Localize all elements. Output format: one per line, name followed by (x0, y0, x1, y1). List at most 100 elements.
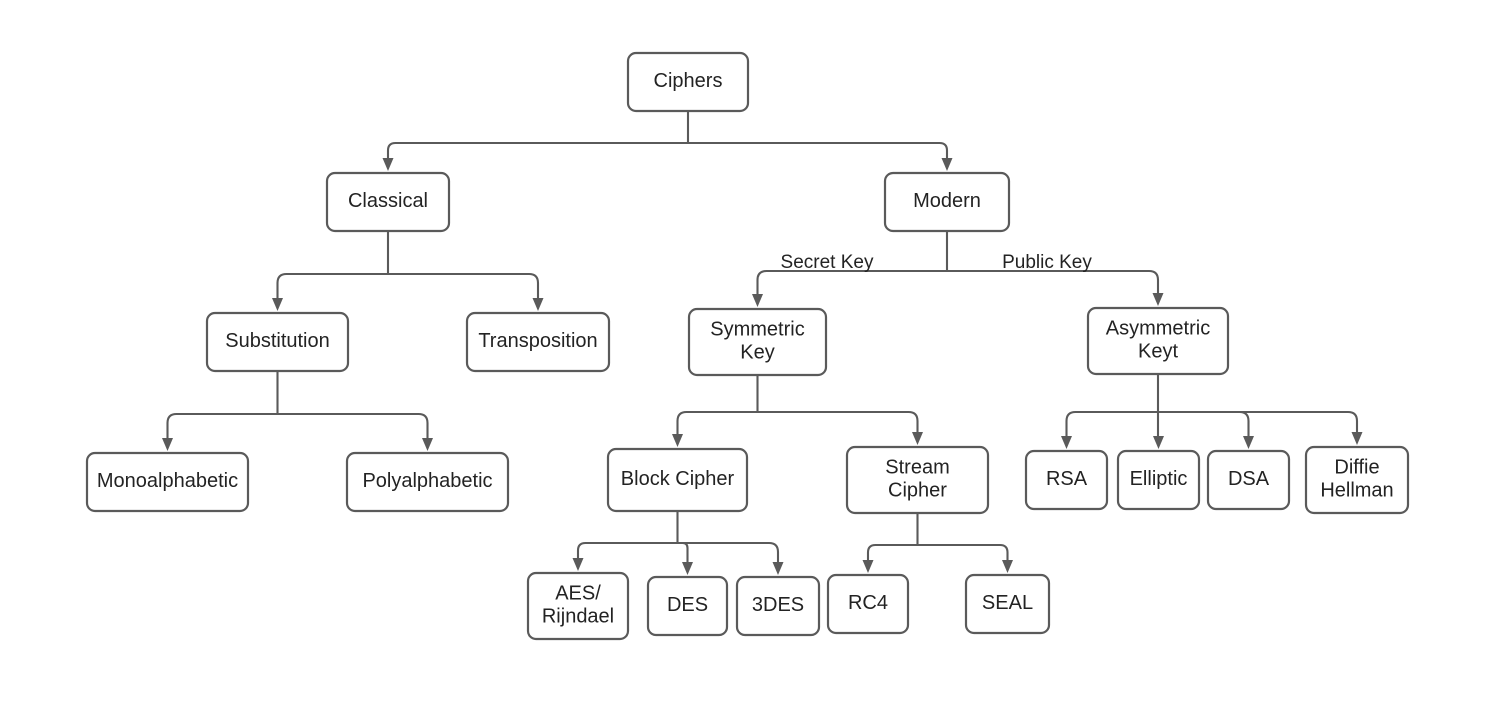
node-label-aes-rijndael: AES/Rijndael (542, 583, 614, 628)
edge-e-sym-block (676, 410, 759, 436)
edge-e-asym-dsa (1156, 410, 1250, 438)
node-label-des: DES (667, 594, 708, 616)
node-box-symmetric-key[interactable] (687, 307, 828, 377)
node-3des[interactable]: 3DES (735, 575, 821, 637)
node-seal[interactable]: SEAL (964, 573, 1051, 635)
edge-e-modern-asymmetric (945, 269, 1160, 295)
edge-labels-layer: Secret Key Public Key (781, 252, 1093, 273)
node-label-modern: Modern (913, 190, 981, 212)
node-box-substitution[interactable] (205, 311, 350, 373)
edge-e-classical-transposition (386, 272, 540, 300)
arrowhead-e-ciphers-classical (382, 158, 394, 171)
node-box-rsa[interactable] (1024, 449, 1109, 511)
edge-e-classical-substitution (276, 272, 390, 300)
arrowhead-e-classical-transposition (532, 298, 544, 311)
edge-e-block-3des (676, 541, 780, 564)
node-block-cipher[interactable]: Block Cipher (606, 447, 749, 513)
arrowhead-e-stream-seal (1002, 560, 1013, 573)
node-box-3des[interactable] (735, 575, 821, 637)
node-label-substitution: Substitution (225, 330, 330, 352)
arrowhead-e-sub-mono (162, 438, 173, 451)
node-box-aes-rijndael[interactable] (526, 571, 630, 641)
node-box-seal[interactable] (964, 573, 1051, 635)
node-box-elliptic[interactable] (1116, 449, 1201, 511)
node-label-polyalphabetic: Polyalphabetic (362, 470, 492, 492)
node-rc4[interactable]: RC4 (826, 573, 910, 635)
node-label-3des: 3DES (752, 594, 804, 616)
node-box-polyalphabetic[interactable] (345, 451, 510, 513)
node-box-rc4[interactable] (826, 573, 910, 635)
edge-e-asym-diffie (1156, 410, 1359, 434)
edge-e-stream-rc4 (866, 543, 919, 562)
edge-e-ciphers-classical (386, 141, 690, 160)
node-des[interactable]: DES (646, 575, 729, 637)
arrowhead-e-modern-asymmetric (1152, 293, 1164, 306)
label-secret-key: Secret Key (781, 252, 874, 273)
edge-e-stream-seal (916, 543, 1009, 562)
node-label-monoalphabetic: Monoalphabetic (97, 470, 238, 492)
edge-e-block-aes (576, 541, 679, 560)
node-label-dsa: DSA (1228, 468, 1270, 490)
node-box-stream-cipher[interactable] (845, 445, 990, 515)
node-label-rsa: RSA (1046, 468, 1088, 490)
node-box-classical[interactable] (325, 171, 451, 233)
edges-layer (162, 109, 1363, 575)
label-public-key: Public Key (1002, 252, 1092, 273)
edge-e-asym-rsa (1065, 410, 1160, 438)
node-ciphers[interactable]: Ciphers (626, 51, 750, 113)
arrowhead-e-ciphers-modern (941, 158, 953, 171)
edge-e-block-des (676, 541, 689, 564)
node-box-monoalphabetic[interactable] (85, 451, 250, 513)
edge-e-ciphers-modern (686, 141, 949, 160)
node-label-transposition: Transposition (478, 330, 597, 352)
arrowhead-e-classical-substitution (272, 298, 283, 311)
node-box-transposition[interactable] (465, 311, 611, 373)
node-label-classical: Classical (348, 190, 428, 212)
node-label-elliptic: Elliptic (1130, 468, 1188, 490)
node-classical[interactable]: Classical (325, 171, 451, 233)
arrowhead-e-block-des (682, 562, 693, 575)
node-substitution[interactable]: Substitution (205, 311, 350, 373)
arrowhead-e-asym-dsa (1243, 436, 1254, 449)
node-box-asymmetric-key[interactable] (1086, 306, 1230, 376)
node-elliptic[interactable]: Elliptic (1116, 449, 1201, 511)
arrowhead-e-sub-poly (422, 438, 433, 451)
edge-e-sym-stream (756, 410, 919, 434)
edge-e-sub-poly (276, 412, 429, 440)
arrowhead-e-sym-block (672, 434, 683, 447)
node-aes-rijndael[interactable]: AES/Rijndael (526, 571, 630, 641)
arrowhead-e-modern-symmetric (752, 294, 763, 307)
node-dsa[interactable]: DSA (1206, 449, 1291, 511)
arrowhead-e-sym-stream (912, 432, 923, 445)
arrowhead-e-asym-diffie (1351, 432, 1363, 445)
node-box-diffie-hellman[interactable] (1304, 445, 1410, 515)
node-box-des[interactable] (646, 575, 729, 637)
node-label-seal: SEAL (982, 592, 1033, 614)
node-rsa[interactable]: RSA (1024, 449, 1109, 511)
arrowhead-e-asym-rsa (1061, 436, 1072, 449)
node-modern[interactable]: Modern (883, 171, 1011, 233)
node-box-modern[interactable] (883, 171, 1011, 233)
node-box-block-cipher[interactable] (606, 447, 749, 513)
node-monoalphabetic[interactable]: Monoalphabetic (85, 451, 250, 513)
node-label-block-cipher: Block Cipher (621, 468, 735, 490)
arrowhead-e-asym-elliptic (1153, 436, 1164, 449)
arrowhead-e-stream-rc4 (862, 560, 874, 573)
edge-e-modern-symmetric (756, 269, 949, 296)
edge-e-sub-mono (166, 412, 279, 440)
node-polyalphabetic[interactable]: Polyalphabetic (345, 451, 510, 513)
node-box-dsa[interactable] (1206, 449, 1291, 511)
node-box-ciphers[interactable] (626, 51, 750, 113)
node-transposition[interactable]: Transposition (465, 311, 611, 373)
arrowhead-e-block-aes (572, 558, 584, 571)
